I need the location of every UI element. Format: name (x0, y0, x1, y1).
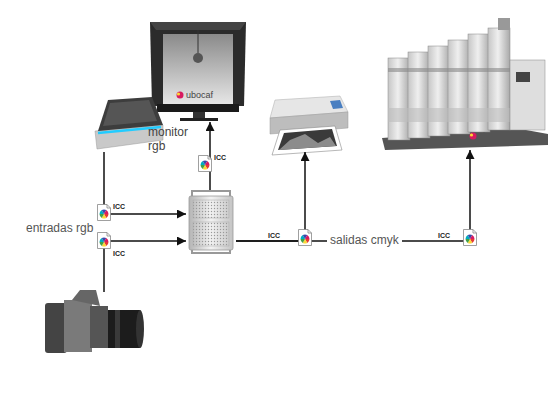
calibrator-cable (198, 30, 199, 53)
flow-arrow (209, 122, 211, 190)
computer-illustration (189, 191, 233, 253)
flow-arrow (104, 241, 186, 292)
camera-body (90, 306, 108, 348)
logo-mark (470, 133, 473, 136)
flow-label: salidas cmyk (327, 233, 402, 248)
flow-arrow (104, 152, 186, 214)
device-node (186, 190, 236, 252)
camera-back (64, 300, 92, 352)
logo-mark (470, 133, 477, 140)
press-band (388, 68, 510, 72)
monitor-hood-top (150, 22, 246, 30)
device-node (262, 90, 350, 152)
icc-icon (199, 156, 212, 172)
calibrator-puck (193, 53, 203, 63)
camera-prism (72, 290, 100, 306)
monitor-illustration (150, 22, 246, 121)
press-unit (408, 52, 430, 138)
edge-label: ICC (438, 232, 450, 240)
edge-label: ICC (268, 232, 280, 240)
watermark: ubocaf (478, 130, 505, 142)
printer-illustration (270, 96, 348, 155)
tower-grille (193, 200, 229, 218)
device-label: monitor rgb (148, 125, 200, 153)
scanner-lid-panel (103, 100, 157, 126)
icc-icon (464, 230, 477, 246)
camera-illustration (45, 290, 144, 353)
edge-label: ICC (113, 250, 125, 258)
lens-ring (115, 310, 120, 348)
watermark: ubocaf (186, 89, 213, 101)
photo-image (279, 134, 336, 150)
logo-mark (177, 92, 184, 99)
flow-arrow (236, 152, 305, 241)
monitor-neck (193, 112, 205, 119)
press-unit (428, 46, 450, 136)
edge-label: ICC (214, 154, 226, 162)
printed-photo (272, 126, 342, 155)
monitor-base (180, 118, 218, 121)
lens-front (136, 310, 144, 348)
press-illustration (382, 18, 548, 150)
printer-panel (330, 100, 343, 109)
flow-arrow (236, 150, 470, 241)
photo-image (278, 129, 337, 150)
device-node (378, 18, 548, 150)
camera-grip (45, 303, 67, 353)
device-node (90, 92, 166, 152)
press-panel (388, 108, 510, 122)
icc-icon (299, 230, 312, 246)
flow-label: entradas rgb (26, 221, 93, 236)
device-node: monitor rgb (148, 18, 248, 122)
tower-grille (193, 222, 229, 246)
press-delivery (510, 60, 545, 130)
edge-label: ICC (113, 203, 125, 211)
monitor-bezel (157, 104, 239, 112)
press-feeder (498, 18, 510, 30)
device-node (42, 292, 152, 357)
tower-feet (192, 250, 230, 253)
camera-lens (108, 310, 140, 348)
press-screen (516, 72, 530, 82)
monitor-hood (150, 22, 246, 106)
logo-mark (177, 92, 180, 95)
icc-icon (98, 233, 111, 249)
tower-case (189, 196, 233, 250)
icc-icon (98, 205, 111, 221)
